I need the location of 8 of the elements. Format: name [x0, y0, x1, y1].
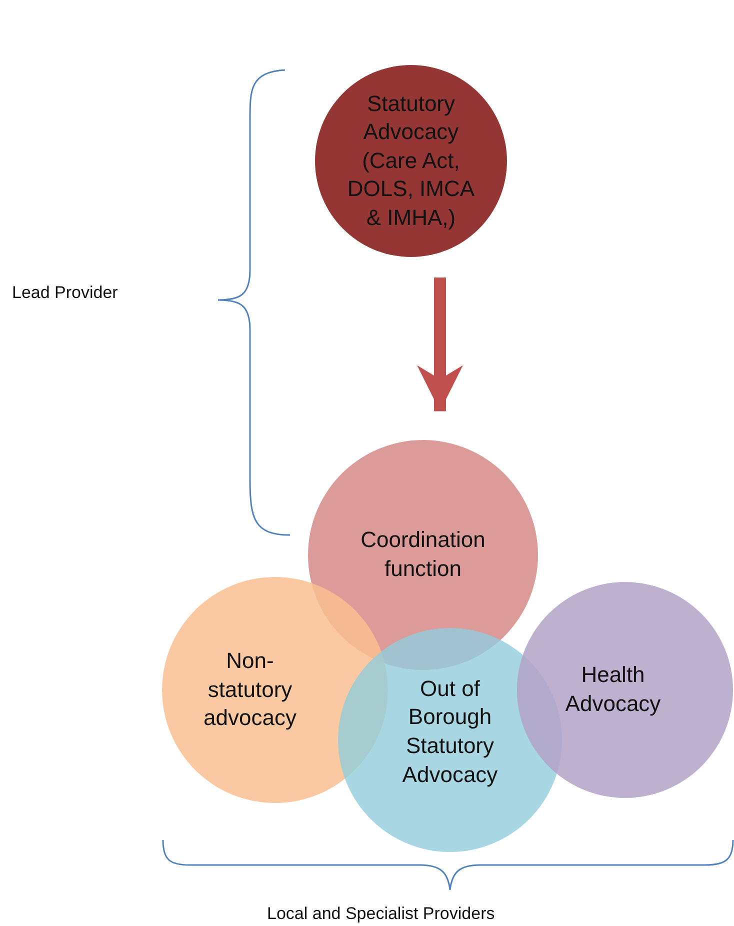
circle-label: Health Advocacy: [564, 661, 662, 718]
circle-label: Coordination function: [360, 526, 486, 583]
arrow: [417, 278, 463, 412]
circle-label: Statutory Advocacy (Care Act, DOLS, IMCA & IMHA,): [346, 90, 476, 232]
circle-label: Out of Borough Statutory Advocacy: [401, 674, 499, 789]
bracket-label: Local and Specialist Providers: [267, 904, 495, 924]
circle-label: Non-statutory advocacy: [202, 647, 298, 732]
bracket-label: Lead Provider: [12, 283, 118, 303]
